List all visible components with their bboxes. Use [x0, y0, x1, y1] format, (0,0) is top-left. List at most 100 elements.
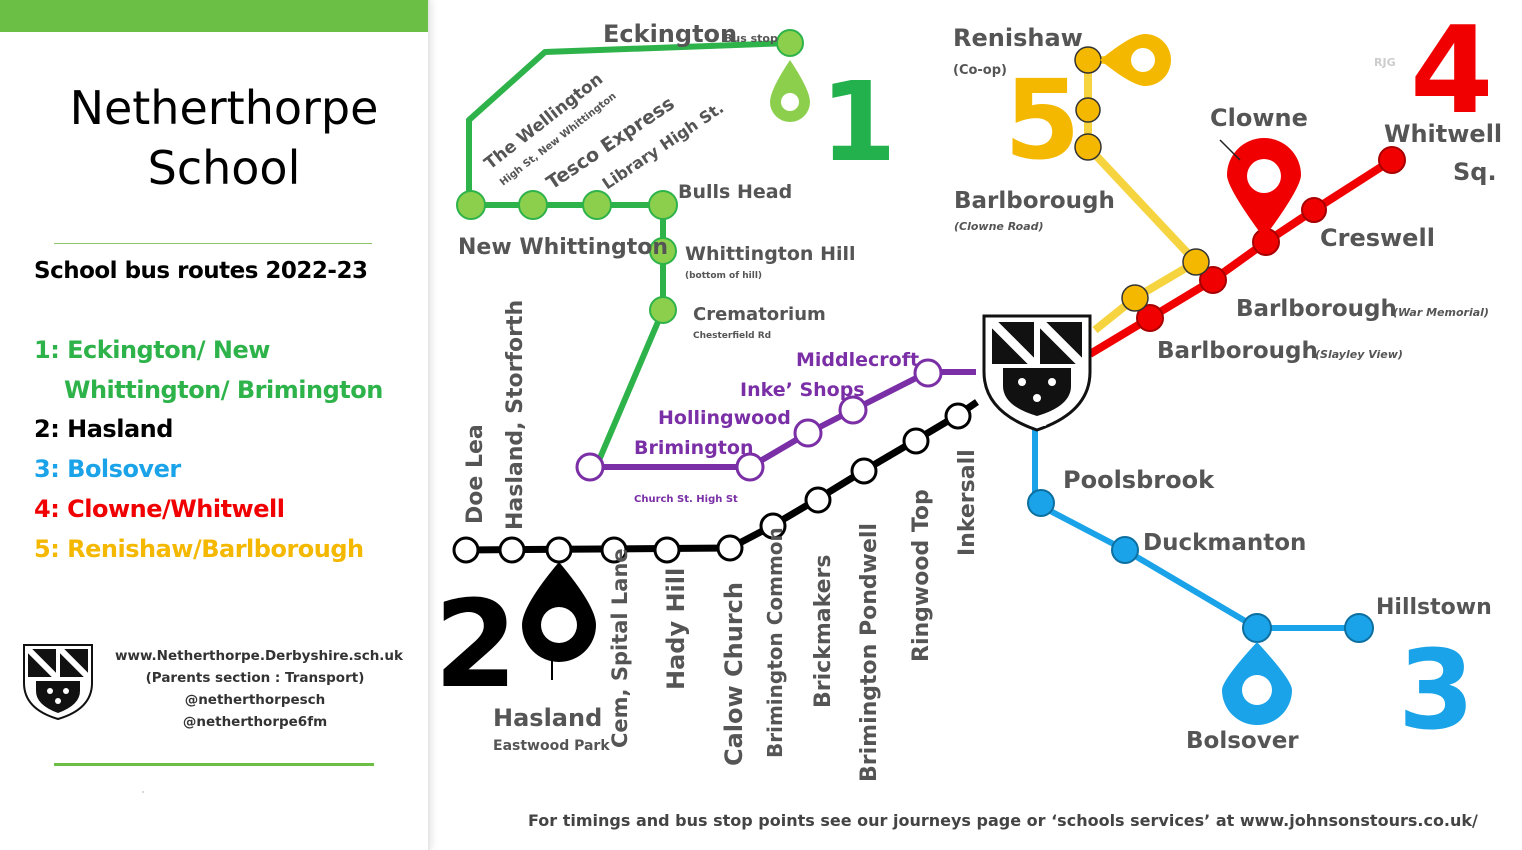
- stop-duckmanton: [1111, 536, 1139, 564]
- stop-hasland-storforth: [498, 536, 526, 564]
- label-cem-spital: Cem, Spital Lane: [608, 548, 632, 748]
- label-creswell: Creswell: [1320, 224, 1435, 252]
- label-poolsbrook: Poolsbrook: [1063, 466, 1215, 494]
- route-2-line: [452, 399, 979, 680]
- label-hady-hill: Hady Hill: [662, 568, 690, 690]
- divider-bottom: [54, 763, 374, 766]
- stop-wellington: [518, 190, 548, 220]
- school-title-line2: School: [147, 141, 301, 195]
- label-renishaw: Renishaw: [953, 24, 1083, 52]
- label-eckington-sub: Bus stop: [724, 32, 778, 45]
- stop-cem-spital: [600, 536, 628, 564]
- label-barlborough-clowne-sub: (Clowne Road): [954, 220, 1044, 233]
- route-3-line: [1027, 430, 1374, 725]
- stop-brimington-common: [759, 512, 787, 540]
- divider-top: [54, 243, 372, 244]
- route-1-number: 1: [820, 58, 897, 186]
- route-5-label: 5: Renishaw/Barlborough: [34, 535, 364, 563]
- label-middlecroft: Middlecroft: [796, 349, 919, 371]
- label-clowne: Clowne: [1210, 104, 1308, 132]
- route-3-label: 3: Bolsover: [34, 455, 181, 483]
- stop-whitwell: [1378, 146, 1406, 174]
- decorative-dot: ': [142, 790, 145, 799]
- stop-calow-church: [716, 534, 744, 562]
- stop-brickmakers: [804, 486, 832, 514]
- label-barlborough-war: Barlborough: [1236, 296, 1397, 322]
- label-whitwell-sq: Sq.: [1453, 158, 1497, 186]
- stop-middlecroft: [913, 358, 943, 388]
- stop-hillstown: [1344, 613, 1374, 643]
- stop-pondwell: [850, 457, 878, 485]
- stop-middlecroft-a: [838, 395, 868, 425]
- label-whittington-hill-sub: (bottom of hill): [685, 271, 762, 281]
- label-calow-church: Calow Church: [720, 582, 748, 766]
- stop-hollingwood: [735, 452, 765, 482]
- stop-crematorium: [649, 296, 677, 324]
- stop-eckington: [776, 29, 804, 57]
- label-hasland-storforth: Hasland, Storforth: [503, 300, 528, 530]
- stop-hady-hill: [653, 536, 681, 564]
- label-hasland: Hasland: [493, 704, 602, 732]
- label-barlborough-slayley-sub: (Slayley View): [1315, 348, 1403, 361]
- stop-whittington-hill: [649, 237, 677, 265]
- label-brimington: Brimington: [634, 437, 753, 459]
- bus-route-map: 1 2: [434, 2, 1502, 782]
- school-title: Netherthorpe School: [0, 78, 448, 198]
- sidebar: Netherthorpe School School bus routes 20…: [0, 0, 430, 850]
- green-top-bar: [0, 0, 428, 32]
- stop-bolsover: [1242, 613, 1272, 643]
- stop-doe-lea: [452, 536, 480, 564]
- stop-renishaw-south: [1075, 97, 1101, 123]
- label-hasland-sub: Eastwood Park: [493, 738, 610, 754]
- label-brimington-common: Brimington Common: [763, 527, 787, 758]
- route-5-line: [1074, 34, 1210, 334]
- route-4-number: 4: [1410, 2, 1494, 141]
- stop-new-whittington: [456, 190, 486, 220]
- label-bolsover: Bolsover: [1186, 728, 1299, 754]
- school-title-line1: Netherthorpe: [69, 81, 379, 135]
- footer-note: For timings and bus stop points see our …: [528, 811, 1478, 830]
- website-link[interactable]: www.Netherthorpe.Derbyshire.sch.uk: [115, 648, 404, 664]
- routes-subtitle: School bus routes 2022-23: [34, 258, 368, 284]
- label-barlborough-war-sub: (War Memorial): [1393, 306, 1489, 319]
- route-3-number: 3: [1398, 626, 1475, 754]
- stop-poolsbrook: [1027, 489, 1055, 517]
- route-1-label-cont: Whittington/ Brimington: [64, 376, 383, 404]
- route-2-number: 2: [434, 576, 518, 715]
- route-5-number: 5: [1004, 56, 1081, 184]
- route-1-stops: [456, 29, 804, 324]
- stop-creswell: [1301, 197, 1327, 223]
- stop-hasland: [545, 536, 573, 564]
- label-inkersall: Inkersall: [955, 449, 980, 556]
- stop-barlborough-yellow: [1121, 284, 1149, 312]
- label-brimington-sub: Church St. High St: [634, 494, 738, 505]
- school-crest-small: [23, 644, 93, 721]
- route-1-label: 1: Eckington/ New: [34, 336, 270, 364]
- handle-sixth-form[interactable]: @netherthorpe6fm: [182, 714, 328, 730]
- label-duckmanton: Duckmanton: [1143, 530, 1306, 556]
- label-barlborough-slayley: Barlborough: [1157, 338, 1318, 364]
- label-barlborough-clowne: Barlborough: [954, 188, 1115, 214]
- handle-school[interactable]: @netherthorpesch: [184, 692, 326, 708]
- school-crest: 1572: [982, 314, 1092, 432]
- stop-brimington: [575, 452, 605, 482]
- label-eckington: Eckington: [603, 20, 737, 48]
- stop-barlborough-clowne: [1182, 248, 1210, 276]
- contact-info: www.Netherthorpe.Derbyshire.sch.uk (Pare…: [115, 645, 404, 733]
- stop-inkersall: [944, 402, 972, 430]
- label-crematorium: Crematorium: [693, 304, 826, 325]
- stop-bulls-head: [648, 190, 678, 220]
- stop-tesco: [582, 190, 612, 220]
- label-brickmakers: Brickmakers: [811, 554, 836, 708]
- label-ringwood-top: Ringwood Top: [909, 489, 934, 662]
- route-2-label: 2: Hasland: [34, 415, 173, 443]
- label-hillstown: Hillstown: [1376, 595, 1492, 620]
- label-doe-lea: Doe Lea: [463, 424, 488, 524]
- stop-barlborough-junction: [1074, 133, 1102, 161]
- route-purple-line: [575, 358, 976, 482]
- stop-inke-shops: [793, 418, 823, 448]
- crest-year: 1572: [1029, 420, 1047, 428]
- website-section: (Parents section : Transport): [145, 670, 365, 686]
- label-crematorium-sub: Chesterfield Rd: [693, 331, 771, 341]
- label-bulls-head: Bulls Head: [678, 181, 792, 203]
